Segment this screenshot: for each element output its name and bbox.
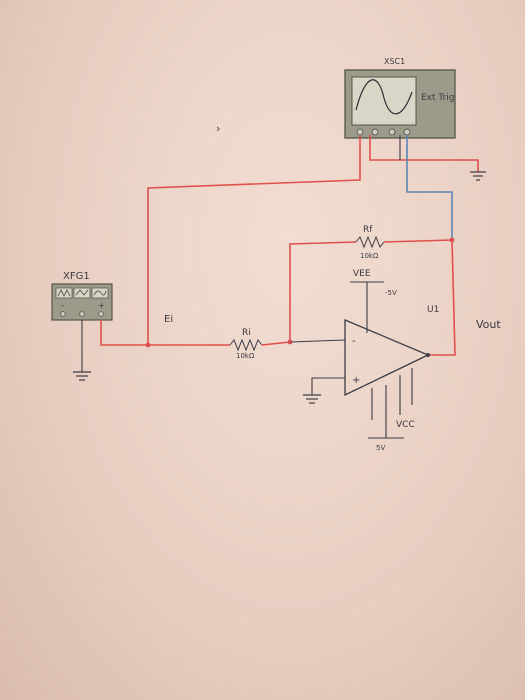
opamp-minus-label: -	[352, 336, 356, 347]
node-ei-dot	[145, 342, 151, 348]
wire-feedback-right	[383, 239, 453, 243]
resistor-rf: Rf 10kΩ	[355, 225, 385, 260]
scope-ground-symbol	[470, 171, 486, 181]
vee-value: -5V	[385, 289, 397, 297]
opamp-name: U1	[427, 305, 439, 315]
rf-zigzag	[355, 235, 385, 249]
wire-node-to-opamp-minus	[289, 339, 346, 343]
scope-terminal-c	[388, 128, 396, 136]
vout-label: Vout	[476, 318, 501, 331]
vcc-value: 5V	[376, 444, 385, 452]
wire-ri-to-inverting-node	[261, 341, 291, 346]
fg-terminal-minus	[60, 311, 66, 317]
ri-name: Ri	[242, 328, 251, 338]
fg-ground-symbol	[73, 371, 91, 381]
opamp-triangle	[344, 319, 430, 397]
scope-ground-wire	[369, 135, 479, 172]
fg-minus-label: -	[61, 301, 64, 310]
fg-plus-label: +	[98, 301, 105, 310]
wire-feedback-left	[289, 241, 357, 342]
opamp-plus-label: +	[352, 375, 360, 386]
opamp-output-dot	[426, 353, 430, 357]
scope-terminal-d	[403, 128, 411, 136]
rf-value: 10kΩ	[360, 252, 379, 260]
node-ei-label: Ei	[164, 314, 173, 325]
stray-mark: ›	[216, 122, 220, 135]
wire-feedback-to-vout	[428, 239, 456, 356]
opamp-ground-symbol	[303, 394, 321, 404]
oscilloscope-label: XSC1	[384, 57, 405, 66]
wire-plus-to-ground	[311, 377, 345, 395]
ri-value: 10kΩ	[236, 352, 255, 360]
oscilloscope-xsc1: XSC1 Ext Trig	[344, 57, 456, 139]
fg-terminal-com	[79, 311, 85, 317]
resistor-ri: Ri 10kΩ	[229, 328, 263, 360]
function-generator-xfg1: XFG1 - +	[51, 271, 113, 321]
scope-terminal-b	[371, 128, 379, 136]
opamp-u1: - + U1	[344, 305, 439, 397]
oscilloscope-trace	[355, 79, 413, 115]
oscilloscope-screen	[351, 76, 417, 126]
fg-terminal-plus	[98, 311, 104, 317]
vee-label: VEE	[353, 269, 371, 279]
wire-ei-to-scope	[147, 135, 361, 345]
vcc-label: VCC	[396, 420, 415, 430]
function-generator-label: XFG1	[63, 271, 90, 282]
wire-vout-to-scope	[406, 135, 453, 240]
ri-zigzag	[229, 338, 263, 352]
ext-trig-label: Ext Trig	[421, 93, 455, 103]
scope-terminal-a	[356, 128, 364, 136]
wire-fg-to-ei	[100, 320, 230, 346]
rf-name: Rf	[363, 225, 373, 235]
